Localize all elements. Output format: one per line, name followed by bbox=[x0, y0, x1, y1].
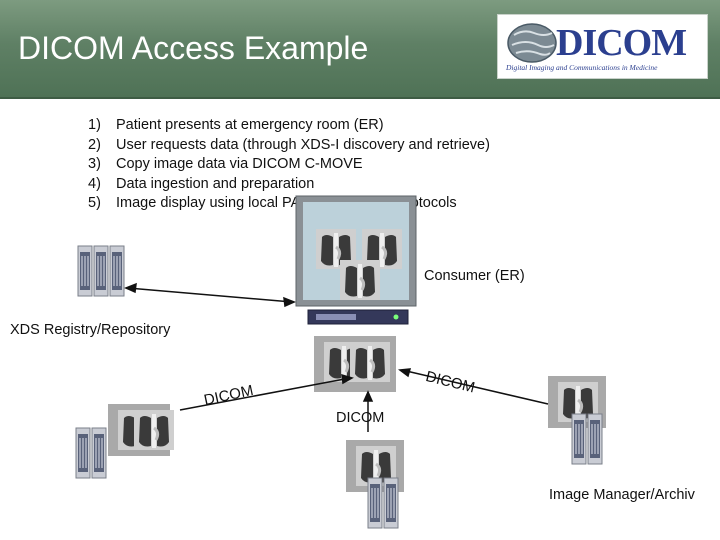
step-text: Patient presents at emergency room (ER) bbox=[116, 117, 384, 133]
chest-xray-icon bbox=[314, 336, 396, 392]
connection-lines bbox=[124, 282, 549, 432]
server-rack-icon bbox=[75, 427, 107, 479]
registry-label: XDS Registry/Repository bbox=[10, 322, 171, 338]
chest-xray-icon bbox=[108, 404, 176, 456]
list-item: 3) Copy image data via DICOM C-MOVE bbox=[88, 155, 490, 175]
list-item: 1) Patient presents at emergency room (ER… bbox=[88, 116, 490, 136]
logo-subtitle: Digital Imaging and Communications in Me… bbox=[506, 63, 658, 72]
title-bar: DICOM Access Example DICOM Digital Imagi… bbox=[0, 0, 720, 99]
server-unit-icon bbox=[307, 309, 409, 325]
step-number: 2) bbox=[88, 136, 101, 153]
image-manager-label: Image Manager/Archiv bbox=[549, 487, 695, 503]
step-text: Copy image data via DICOM C-MOVE bbox=[116, 156, 363, 172]
step-number: 4) bbox=[88, 175, 101, 192]
xray-image bbox=[338, 258, 382, 302]
list-item: 4) Data ingestion and preparation bbox=[88, 175, 490, 195]
server-rack-icon bbox=[77, 245, 125, 297]
dicom-logo: DICOM Digital Imaging and Communications… bbox=[497, 14, 708, 79]
step-number: 5) bbox=[88, 195, 101, 211]
page-title: DICOM Access Example bbox=[18, 30, 369, 66]
consumer-label: Consumer (ER) bbox=[424, 268, 525, 284]
step-text: Data ingestion and preparation bbox=[116, 175, 315, 192]
globe-icon bbox=[507, 23, 557, 63]
step-number: 3) bbox=[88, 156, 101, 172]
list-item: 2) User requests data (through XDS-I disc… bbox=[88, 136, 490, 156]
logo-text: DICOM bbox=[556, 22, 687, 64]
step-number: 1) bbox=[88, 117, 101, 133]
step-text: User requests data (through XDS-I discov… bbox=[116, 136, 490, 153]
dicom-center-label: DICOM bbox=[336, 410, 385, 426]
